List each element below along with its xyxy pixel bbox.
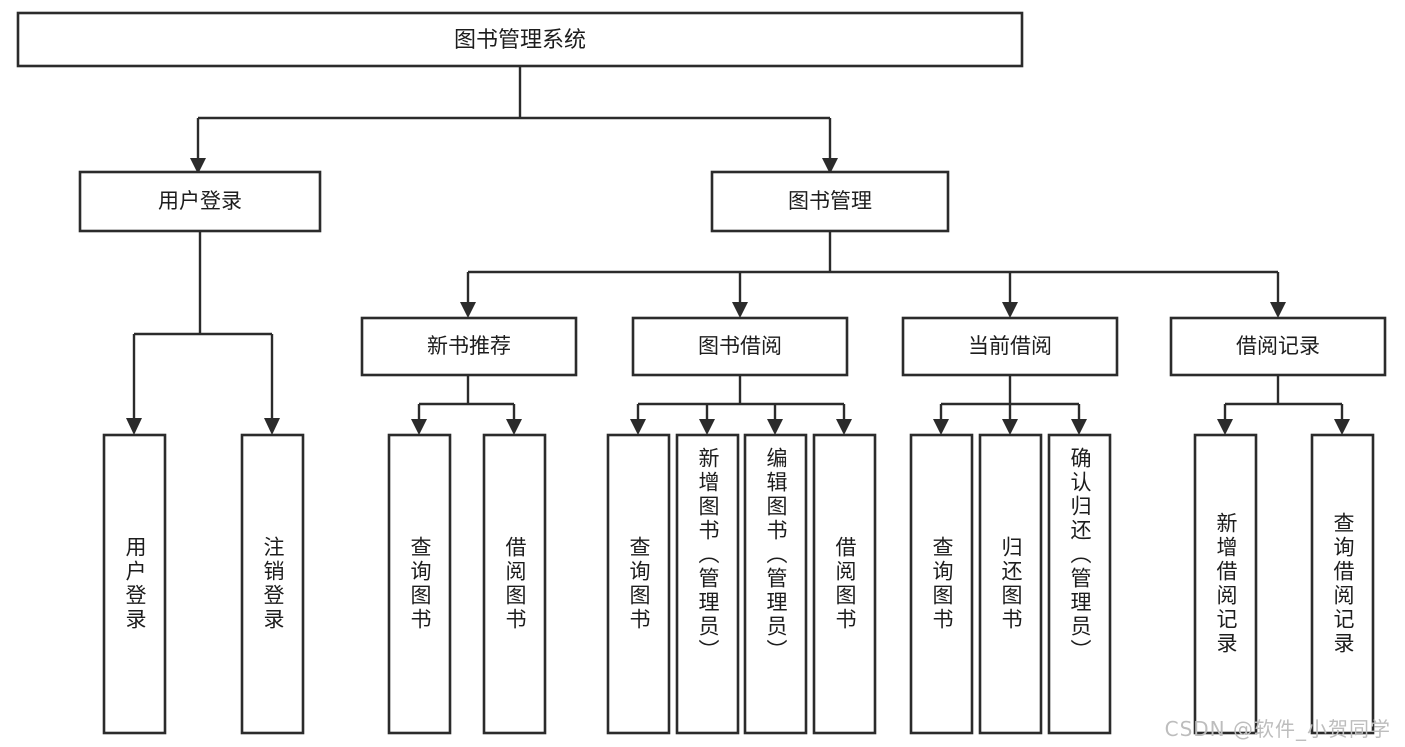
connector-layer: [126, 66, 1350, 435]
leaf-box-layer: [102, 433, 1375, 735]
arrowhead-leaf-user-login: [126, 418, 142, 435]
node-book-borrow-box[interactable]: [631, 316, 849, 377]
arrowhead-borrow: [732, 302, 748, 318]
leaf-box-rec-add-record[interactable]: [1193, 433, 1258, 735]
arrowhead-rec-leaf-1: [1217, 419, 1233, 435]
leaf-box-user-login[interactable]: [102, 433, 167, 735]
arrowhead-leaf-logout: [264, 418, 280, 435]
node-root[interactable]: 图书管理系统: [16, 11, 1024, 68]
node-root-label: 图书管理系统: [454, 28, 586, 53]
arrowhead-records: [1270, 302, 1286, 318]
node-book-borrow-label: 图书借阅: [698, 334, 782, 358]
node-book-management[interactable]: 图书管理: [710, 170, 950, 233]
node-user-login-box[interactable]: [78, 170, 322, 233]
node-user-login-label: 用户登录: [158, 189, 242, 213]
arrowhead-nb-leaf-2: [506, 419, 522, 435]
arrowhead-bw-leaf-1: [630, 419, 646, 435]
arrowhead-cur-leaf-3: [1071, 419, 1087, 435]
leaf-box-bw-add-book[interactable]: [675, 433, 740, 735]
node-book-management-label: 图书管理: [788, 189, 872, 213]
node-new-book-recommend-label: 新书推荐: [427, 334, 511, 358]
node-book-management-box[interactable]: [710, 170, 950, 233]
leaf-box-logout[interactable]: [240, 433, 305, 735]
arrowhead-rec-leaf-2: [1334, 419, 1350, 435]
leaf-box-rec-query-record[interactable]: [1310, 433, 1375, 735]
arrowhead-nb-leaf-1: [411, 419, 427, 435]
leaf-box-cur-return-book[interactable]: [978, 433, 1043, 735]
arrowhead-bw-leaf-4: [836, 419, 852, 435]
arrowhead-new-books: [460, 302, 476, 318]
leaf-box-nb-borrow-book[interactable]: [482, 433, 547, 735]
node-current-borrow-label: 当前借阅: [968, 334, 1052, 358]
leaf-box-cur-confirm-return[interactable]: [1047, 433, 1112, 735]
arrowhead-bw-leaf-3: [767, 419, 783, 435]
arrowhead-book-mgmt: [822, 158, 838, 174]
arrowhead-bw-leaf-2: [699, 419, 715, 435]
node-new-book-recommend[interactable]: 新书推荐: [360, 316, 578, 377]
node-new-book-recommend-box[interactable]: [360, 316, 578, 377]
arrowhead-cur-leaf-2: [1002, 419, 1018, 435]
node-borrow-records-box[interactable]: [1169, 316, 1387, 377]
arrowhead-cur-leaf-1: [933, 419, 949, 435]
node-borrow-records[interactable]: 借阅记录: [1169, 316, 1387, 377]
leaf-box-nb-query-book[interactable]: [387, 433, 452, 735]
node-book-borrow[interactable]: 图书借阅: [631, 316, 849, 377]
node-user-login[interactable]: 用户登录: [78, 170, 322, 233]
node-borrow-records-label: 借阅记录: [1236, 334, 1320, 358]
leaf-box-bw-edit-book[interactable]: [743, 433, 808, 735]
leaf-box-bw-query-book[interactable]: [606, 433, 671, 735]
node-current-borrow[interactable]: 当前借阅: [901, 316, 1119, 377]
leaf-box-cur-query-book[interactable]: [909, 433, 974, 735]
leaf-box-bw-borrow-book[interactable]: [812, 433, 877, 735]
arrowhead-current: [1002, 302, 1018, 318]
arrowhead-user-login: [190, 158, 206, 174]
node-root-box[interactable]: [16, 11, 1024, 68]
node-current-borrow-box[interactable]: [901, 316, 1119, 377]
